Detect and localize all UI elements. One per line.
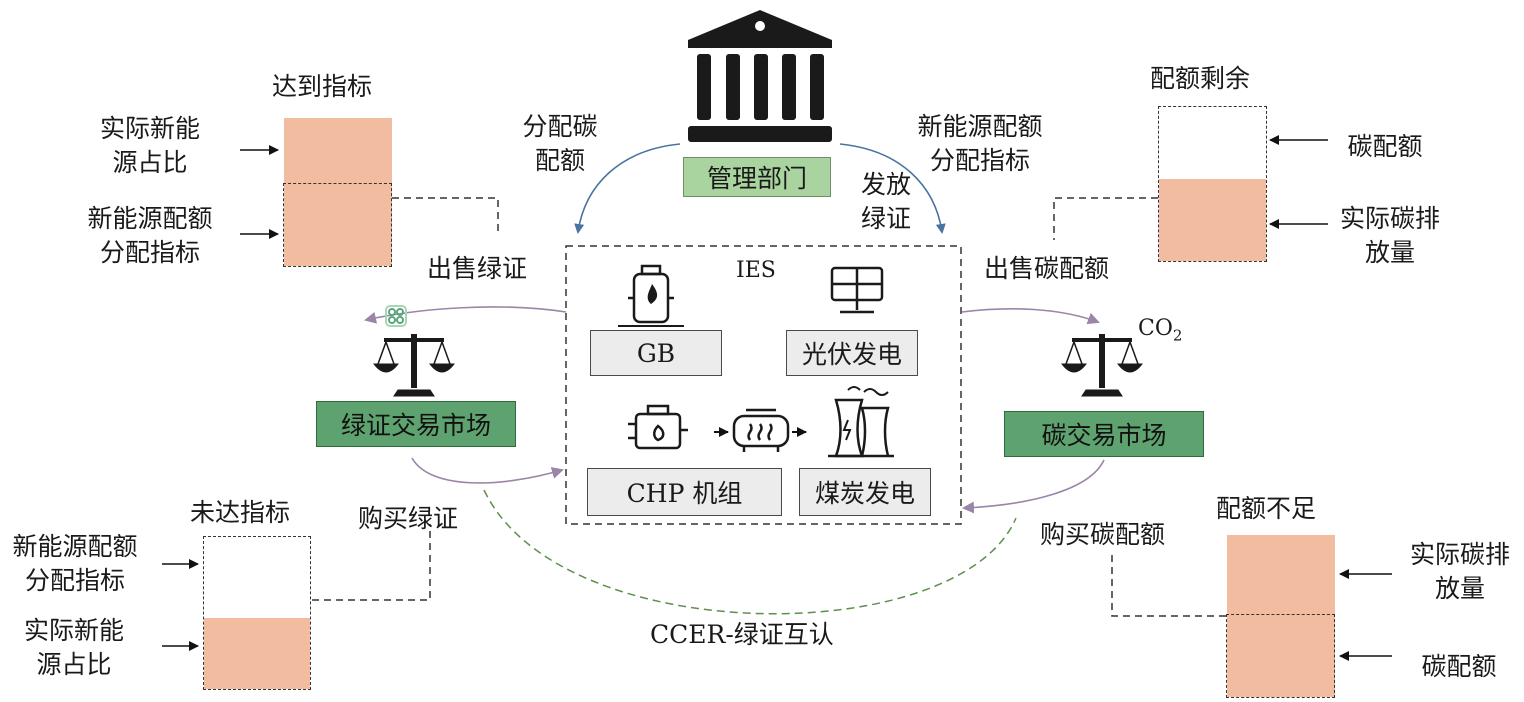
ies-boundary [565, 245, 962, 525]
reached-quota-outline [283, 183, 392, 267]
green-cert-leaf-icon [385, 305, 407, 327]
carbon-market: 碳交易市场 [1004, 411, 1204, 457]
shortage-quota-outline [1226, 614, 1335, 698]
sell-green-cert-arrow [364, 306, 567, 324]
reached-quota-line2: 分配指标 [99, 238, 200, 267]
allocate-carbon-arrow [574, 143, 681, 234]
shortage-actual-line1: 实际碳排 [1409, 540, 1510, 569]
not-reached-actual-line2: 源占比 [36, 650, 112, 679]
surplus-actual-line1: 实际碳排 [1339, 204, 1440, 233]
cooling-tower-icon [828, 386, 894, 458]
allocate-carbon-line2: 配额 [534, 146, 585, 175]
allocate-renewable-arrow [839, 143, 946, 234]
buy-carbon-quota-arrow [962, 459, 1105, 514]
not-reached-quota-line2: 分配指标 [24, 566, 125, 595]
solar-panel-icon [830, 266, 884, 314]
sell-green-cert-label: 出售绿证 [427, 254, 528, 283]
chp-unit: CHP 机组 [587, 468, 782, 516]
coal-unit: 煤炭发电 [799, 468, 931, 516]
buy-green-cert-arrow [411, 457, 564, 484]
reached-target-title: 达到指标 [272, 72, 373, 101]
green-cert-market: 绿证交易市场 [316, 401, 516, 447]
surplus-actual-line2: 放量 [1364, 238, 1415, 267]
not-reached-quota-line1: 新能源配额 [12, 532, 138, 561]
ccer-recognition-arc [483, 489, 1017, 615]
not-reached-actual-line1: 实际新能 [23, 616, 124, 645]
reached-actual-line2: 源占比 [112, 148, 188, 177]
gb-unit: GB [590, 330, 722, 376]
not-reached-title: 未达指标 [190, 498, 291, 527]
gas-boiler-icon [618, 264, 684, 327]
shortage-actual-line2: 放量 [1434, 574, 1485, 603]
buy-carbon-quota-label: 购买碳配额 [1040, 520, 1166, 549]
government-building-icon [688, 10, 832, 142]
reached-actual-bar [284, 118, 392, 184]
reached-quota-line1: 新能源配额 [87, 204, 213, 233]
surplus-quota-outline [1158, 106, 1267, 262]
buy-green-cert-label: 购买绿证 [358, 504, 459, 533]
shortage-quota-label: 碳配额 [1421, 652, 1497, 681]
pv-unit: 光伏发电 [786, 330, 918, 376]
co2-label: CO2 [1138, 316, 1183, 345]
gov-department-label: 管理部门 [683, 157, 831, 197]
reached-actual-line1: 实际新能 [99, 114, 200, 143]
issue-green-cert-line2: 绿证 [860, 204, 911, 233]
reached-quota-bar [284, 184, 392, 266]
ccer-mutual-recognition-label: CCER-绿证互认 [650, 620, 834, 649]
not-reached-actual-bar [204, 618, 310, 689]
allocate-renewable-line2: 分配指标 [929, 146, 1030, 175]
sell-carbon-quota-arrow [961, 308, 1100, 325]
issue-green-cert-line1: 发放 [860, 170, 911, 199]
allocate-renewable-line1: 新能源配额 [917, 112, 1043, 141]
surplus-actual-bar [1159, 179, 1266, 261]
shortage-actual-bar [1227, 535, 1335, 615]
surplus-quota-label: 碳配额 [1347, 132, 1423, 161]
shortage-quota-bar [1227, 615, 1335, 697]
engine-icon [628, 404, 688, 450]
not-reached-quota-outline [203, 536, 311, 690]
quota-surplus-title: 配额剩余 [1150, 64, 1251, 93]
quota-shortage-title: 配额不足 [1216, 494, 1317, 523]
allocate-carbon-line1: 分配碳 [522, 112, 598, 141]
carbon-scale-icon [1060, 334, 1144, 397]
heat-exchanger-icon [732, 408, 790, 452]
ies-label: IES [736, 258, 776, 283]
sell-carbon-quota-label: 出售碳配额 [984, 254, 1110, 283]
green-cert-scale-icon [372, 334, 456, 397]
